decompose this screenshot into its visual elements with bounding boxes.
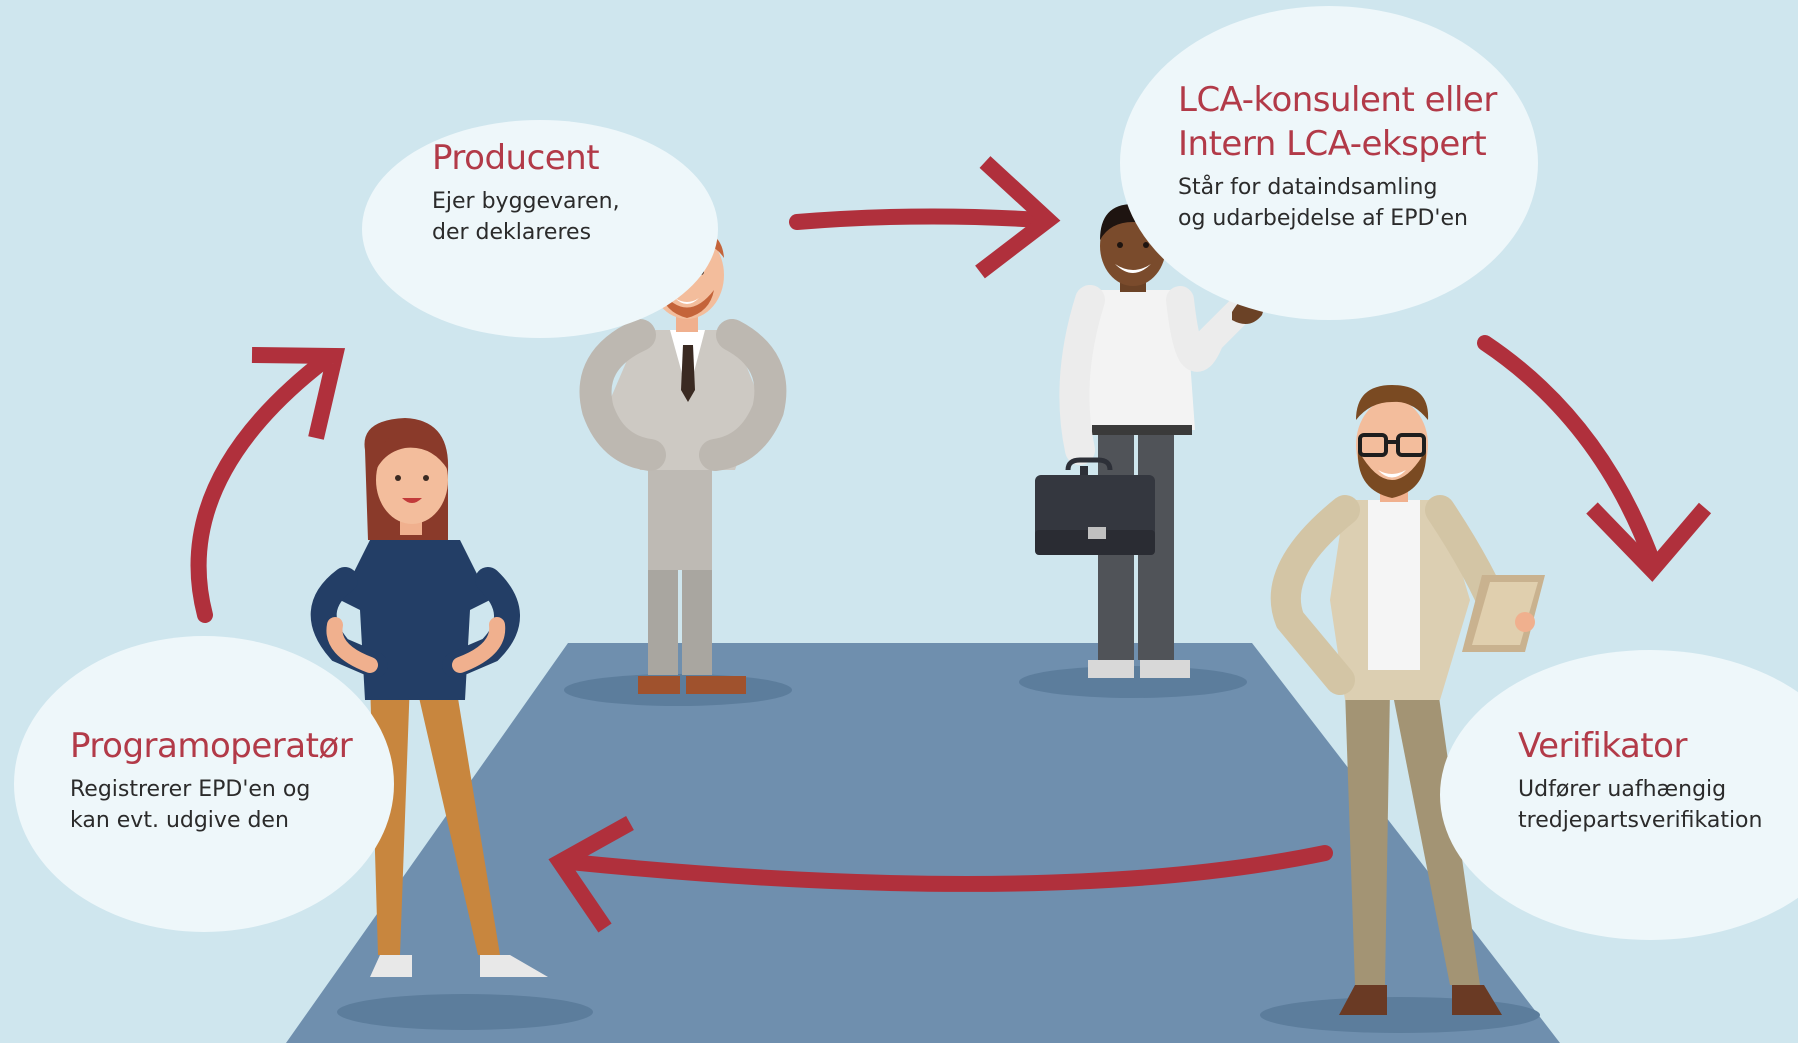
bubble-programoperator-text: Programoperatør Registrerer EPD'en og ka…: [70, 724, 370, 836]
shadow-programoperator: [337, 994, 593, 1030]
role-title-verifikator: Verifikator: [1518, 726, 1687, 766]
arrow-programoperator-to-producent: [190, 347, 346, 623]
role-title-programoperator: Programoperatør: [70, 726, 353, 766]
role-desc-lca: Står for dataindsamling og udarbejdelse …: [1178, 175, 1468, 231]
bubble-producent-text: Producent Ejer byggevaren, der deklarere…: [432, 136, 692, 248]
bubble-lca-text: LCA-konsulent eller Intern LCA-ekspert S…: [1178, 78, 1518, 234]
floor: [286, 643, 1560, 1043]
role-desc-producent: Ejer byggevaren, der deklareres: [432, 189, 620, 245]
arrow-verifikator-to-programoperator: [548, 816, 1333, 933]
role-title-producent: Producent: [432, 138, 600, 178]
bubble-programoperator: [14, 636, 394, 932]
person-verifikator: [1270, 385, 1545, 1015]
role-title-lca: LCA-konsulent eller Intern LCA-ekspert: [1178, 80, 1497, 164]
arrow-producent-to-lca: [789, 156, 1061, 279]
arrow-lca-to-verifikator: [1477, 335, 1712, 582]
bubble-verifikator: [1440, 650, 1798, 940]
bubble-producent: [362, 120, 718, 338]
role-desc-verifikator: Udfører uafhængig tredjepartsverifikatio…: [1518, 777, 1763, 833]
bubble-verifikator-text: Verifikator Udfører uafhængig tredjepart…: [1518, 724, 1788, 836]
bubble-lca: [1120, 6, 1538, 320]
role-desc-programoperator: Registrerer EPD'en og kan evt. udgive de…: [70, 777, 311, 833]
